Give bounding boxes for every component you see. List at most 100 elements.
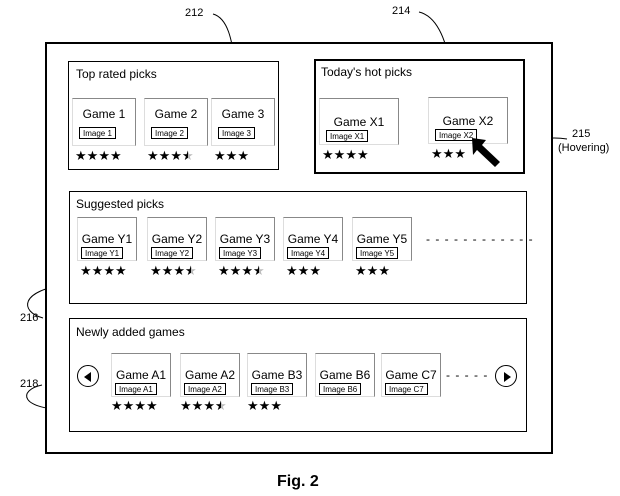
star-icon: ★ <box>237 149 249 164</box>
top-rated-game-card[interactable]: Game 2 Image 2 <box>144 98 208 146</box>
game-title: Game Y3 <box>219 232 271 246</box>
game-title: Game A2 <box>184 368 236 382</box>
star-icon: ★ <box>431 147 443 162</box>
star-icon: ★ <box>258 399 271 414</box>
game-image-placeholder: Image 2 <box>151 127 188 139</box>
suggested-more-indicator: - - - - - - - - - - - - <box>426 232 534 246</box>
star-rating: ★★★★★ <box>180 400 227 414</box>
star-rating: ★★★★★ <box>147 150 194 164</box>
star-icon: ★ <box>150 264 162 279</box>
game-image-placeholder: Image X1 <box>326 130 369 142</box>
star-icon: ★ <box>366 264 379 279</box>
scroll-left-button[interactable] <box>77 365 99 387</box>
star-icon: ★ <box>345 148 357 163</box>
game-title: Game 3 <box>221 107 265 121</box>
star-icon: ★ <box>147 149 159 164</box>
star-icon: ★ <box>173 264 185 279</box>
ref-215: 215 <box>572 128 591 140</box>
star-rating: ★★★★ <box>322 149 369 163</box>
half-star-icon: ★★ <box>252 264 265 279</box>
game-image-placeholder: Image B6 <box>319 383 362 395</box>
game-image-placeholder: Image 1 <box>79 127 116 139</box>
star-rating: ★★★ <box>355 265 390 279</box>
star-rating: ★★★ <box>286 265 321 279</box>
chevron-left-icon <box>84 372 91 382</box>
game-title: Game X1 <box>333 115 385 129</box>
star-icon: ★ <box>297 264 310 279</box>
game-title: Game Y2 <box>151 232 203 246</box>
star-icon: ★ <box>91 264 104 279</box>
star-icon: ★ <box>356 148 369 163</box>
star-icon: ★ <box>355 264 367 279</box>
star-icon: ★ <box>109 149 122 164</box>
game-title: Game C7 <box>385 368 437 382</box>
star-icon: ★ <box>322 148 334 163</box>
suggested-title: Suggested picks <box>76 197 165 211</box>
game-title: Game B3 <box>251 368 303 382</box>
star-icon: ★ <box>80 264 92 279</box>
game-image-placeholder: Image A2 <box>184 383 226 395</box>
star-rating: ★★★ <box>247 400 282 414</box>
ref-215-hovering-note: (Hovering) <box>558 142 610 154</box>
game-title: Game Y5 <box>356 232 408 246</box>
star-icon: ★ <box>134 399 146 414</box>
star-icon: ★ <box>333 148 346 163</box>
star-rating: ★★★★ <box>111 400 158 414</box>
game-image-placeholder: Image Y4 <box>287 247 330 259</box>
cursor-arrow-icon <box>472 138 500 167</box>
game-image-placeholder: Image Y5 <box>356 247 399 259</box>
star-icon: ★ <box>122 399 135 414</box>
game-title: Game A1 <box>115 368 167 382</box>
star-icon: ★ <box>214 149 226 164</box>
game-image-placeholder: Image A1 <box>115 383 157 395</box>
half-star-icon: ★★ <box>181 149 194 164</box>
game-title: Game 2 <box>154 107 198 121</box>
star-rating: ★★★★ <box>80 265 127 279</box>
star-icon: ★ <box>442 147 455 162</box>
ref-212: 212 <box>185 7 204 19</box>
scroll-right-button[interactable] <box>495 365 517 387</box>
game-image-placeholder: Image Y3 <box>219 247 262 259</box>
star-icon: ★ <box>229 264 242 279</box>
star-icon: ★ <box>86 149 99 164</box>
game-image-placeholder: Image C7 <box>385 383 428 395</box>
game-image-placeholder: Image 3 <box>218 127 255 139</box>
star-rating: ★★★★★ <box>150 265 197 279</box>
star-icon: ★ <box>158 149 171 164</box>
star-icon: ★ <box>145 399 158 414</box>
game-title: Game Y1 <box>81 232 133 246</box>
ref-214: 214 <box>392 5 411 17</box>
star-icon: ★ <box>270 399 282 414</box>
star-icon: ★ <box>161 264 174 279</box>
star-icon: ★ <box>203 399 215 414</box>
game-title: Game X2 <box>442 114 494 128</box>
star-icon: ★ <box>218 264 230 279</box>
star-rating: ★★★ <box>431 148 466 162</box>
chevron-right-icon <box>504 372 511 382</box>
star-icon: ★ <box>454 147 466 162</box>
star-rating: ★★★★★ <box>218 265 265 279</box>
top-rated-game-card[interactable]: Game 3 Image 3 <box>211 98 275 146</box>
game-image-placeholder: Image X2 <box>435 129 478 141</box>
star-icon: ★ <box>111 399 123 414</box>
star-icon: ★ <box>180 399 192 414</box>
star-icon: ★ <box>114 264 127 279</box>
star-rating: ★★★ <box>214 150 249 164</box>
ref-216: 216 <box>20 312 39 324</box>
star-icon: ★ <box>191 399 204 414</box>
star-icon: ★ <box>286 264 298 279</box>
star-icon: ★ <box>170 149 182 164</box>
